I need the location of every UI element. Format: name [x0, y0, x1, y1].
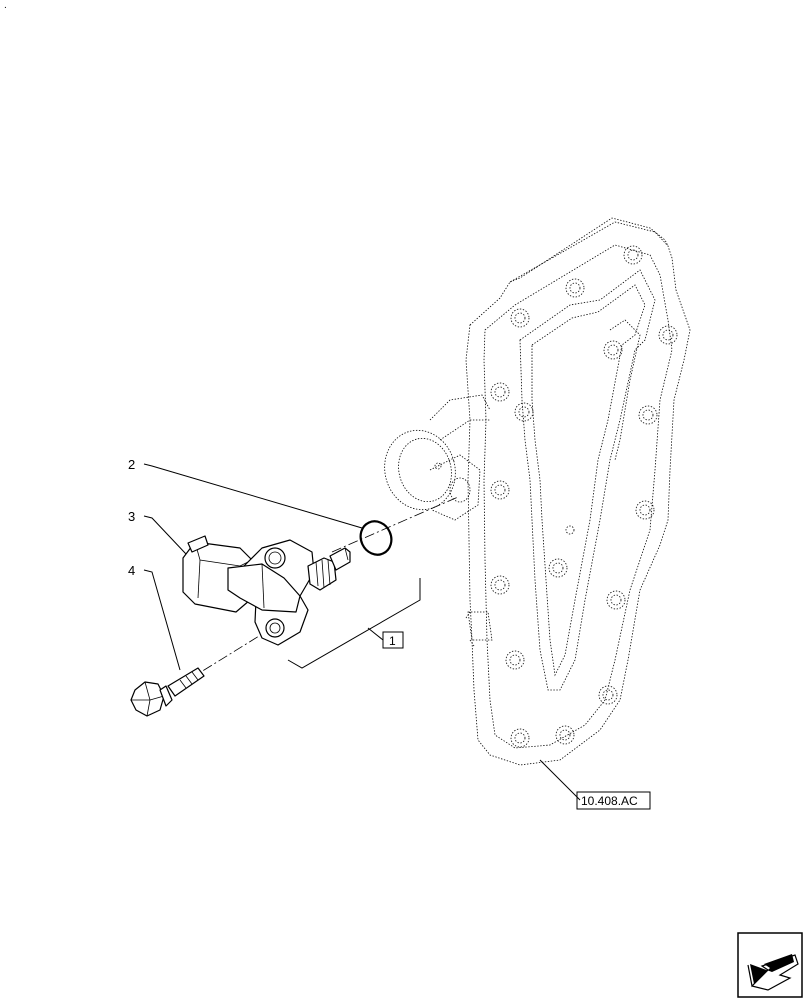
- callout-3: 3: [128, 509, 135, 524]
- next-page-arrow-icon[interactable]: [737, 932, 803, 998]
- reference-box: [576, 791, 651, 810]
- leader-lines: [143, 463, 581, 801]
- callout-2: 2: [128, 457, 135, 472]
- callout-4: 4: [128, 563, 135, 578]
- assembly-axis-sensor: [331, 496, 459, 553]
- corner-mark: .: [4, 0, 7, 11]
- group-label: 1: [389, 634, 396, 648]
- assembly-axis-bolt: [187, 627, 273, 681]
- plate-bolt-holes: [490, 245, 678, 748]
- o-ring: [359, 520, 393, 556]
- reference-code: 10.408.AC: [581, 794, 638, 808]
- reference-label: 10.408.AC: [576, 791, 651, 810]
- group-label-box: [382, 631, 404, 649]
- pressure-sensor: [182, 535, 351, 646]
- flange-bolt: [130, 667, 205, 717]
- group-bracket: 1: [287, 578, 421, 669]
- valve-housing-plate: [465, 217, 691, 766]
- sensor-port-boss: [384, 394, 491, 521]
